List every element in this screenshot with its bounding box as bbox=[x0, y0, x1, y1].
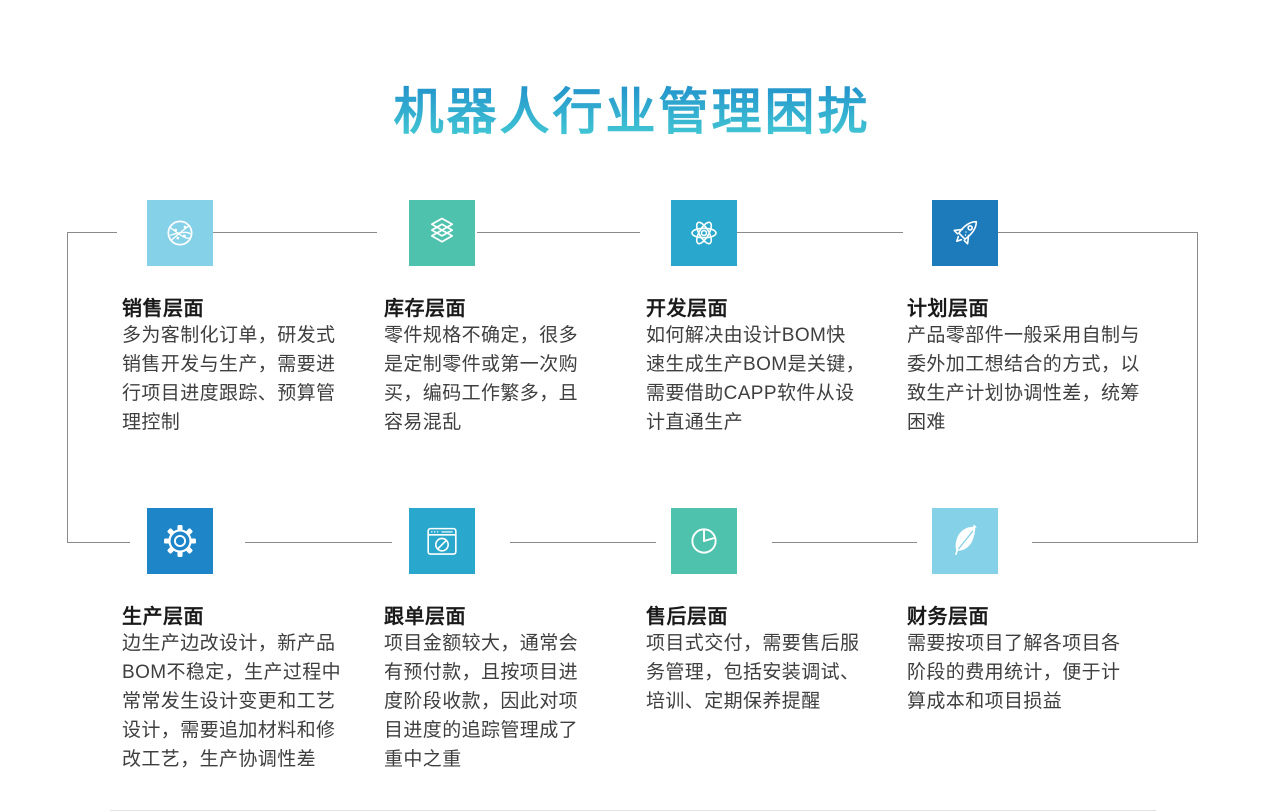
section-body: 边生产边改设计，新产品 BOM不稳定，生产过程中 常常发生设计变更和工艺 设计，… bbox=[122, 633, 342, 770]
planning-icon-tile bbox=[932, 200, 998, 266]
connector-row1-seg-3 bbox=[737, 232, 903, 233]
development-icon-tile bbox=[671, 200, 737, 266]
section-heading: 销售层面 bbox=[122, 298, 204, 320]
connector-row2-seg-3 bbox=[772, 542, 917, 543]
production-icon-tile bbox=[147, 508, 213, 574]
browser-compass-icon bbox=[427, 527, 457, 555]
feather-icon bbox=[955, 524, 977, 556]
pie-chart-icon bbox=[691, 528, 717, 554]
order-tracking-icon-tile bbox=[409, 508, 475, 574]
connector-row2-seg-4 bbox=[1032, 542, 1198, 543]
connector-row1-seg-1 bbox=[213, 232, 377, 233]
page-title: 机器人行业管理困扰 bbox=[0, 72, 1264, 140]
connector-row1-seg-2 bbox=[477, 232, 640, 233]
network-globe-icon bbox=[167, 220, 193, 246]
section-body: 需要按项目了解各项目各 阶段的费用统计，便于计 算成本和项目损益 bbox=[907, 633, 1121, 712]
connector-row2-left-stub bbox=[67, 542, 130, 543]
connector-left-vertical bbox=[67, 232, 68, 543]
finance-icon-tile bbox=[932, 508, 998, 574]
section-heading: 生产层面 bbox=[122, 606, 204, 628]
section-heading: 跟单层面 bbox=[384, 606, 466, 628]
section-body: 多为客制化订单，研发式 销售开发与生产，需要进 行项目进度跟踪、预算管 理控制 bbox=[122, 325, 336, 433]
connector-row1-seg-4 bbox=[998, 232, 1198, 233]
section-body: 项目式交付，需要售后服 务管理，包括安装调试、 培训、定期保养提醒 bbox=[646, 633, 860, 712]
section-body: 项目金额较大，通常会 有预付款，且按项目进 度阶段收款，因此对项 目进度的追踪管… bbox=[384, 633, 579, 770]
section-heading: 计划层面 bbox=[907, 298, 989, 320]
section-heading: 库存层面 bbox=[384, 298, 466, 320]
atom-icon bbox=[691, 221, 717, 245]
section-heading: 财务层面 bbox=[907, 606, 989, 628]
after-sales-icon-tile bbox=[671, 508, 737, 574]
bottom-divider bbox=[110, 810, 1156, 811]
layers-icon bbox=[430, 217, 454, 243]
connector-row2-seg-2 bbox=[510, 542, 656, 543]
section-body: 如何解决由设计BOM快 速生成生产BOM是关键， 需要借助CAPP软件从设 计直… bbox=[646, 325, 866, 433]
section-body: 零件规格不确定，很多 是定制零件或第一次购 买，编码工作繁多，且 容易混乱 bbox=[384, 325, 579, 433]
rocket-icon bbox=[953, 220, 978, 245]
connector-row1-left-stub bbox=[67, 232, 117, 233]
section-heading: 开发层面 bbox=[646, 298, 728, 320]
connector-right-vertical bbox=[1197, 232, 1198, 543]
sales-icon-tile bbox=[147, 200, 213, 266]
section-heading: 售后层面 bbox=[646, 606, 728, 628]
gear-icon bbox=[164, 525, 196, 557]
connector-row2-seg-1 bbox=[245, 542, 392, 543]
inventory-icon-tile bbox=[409, 200, 475, 266]
section-body: 产品零部件一般采用自制与 委外加工想结合的方式，以 致生产计划协调性差，统筹 困… bbox=[907, 325, 1140, 433]
